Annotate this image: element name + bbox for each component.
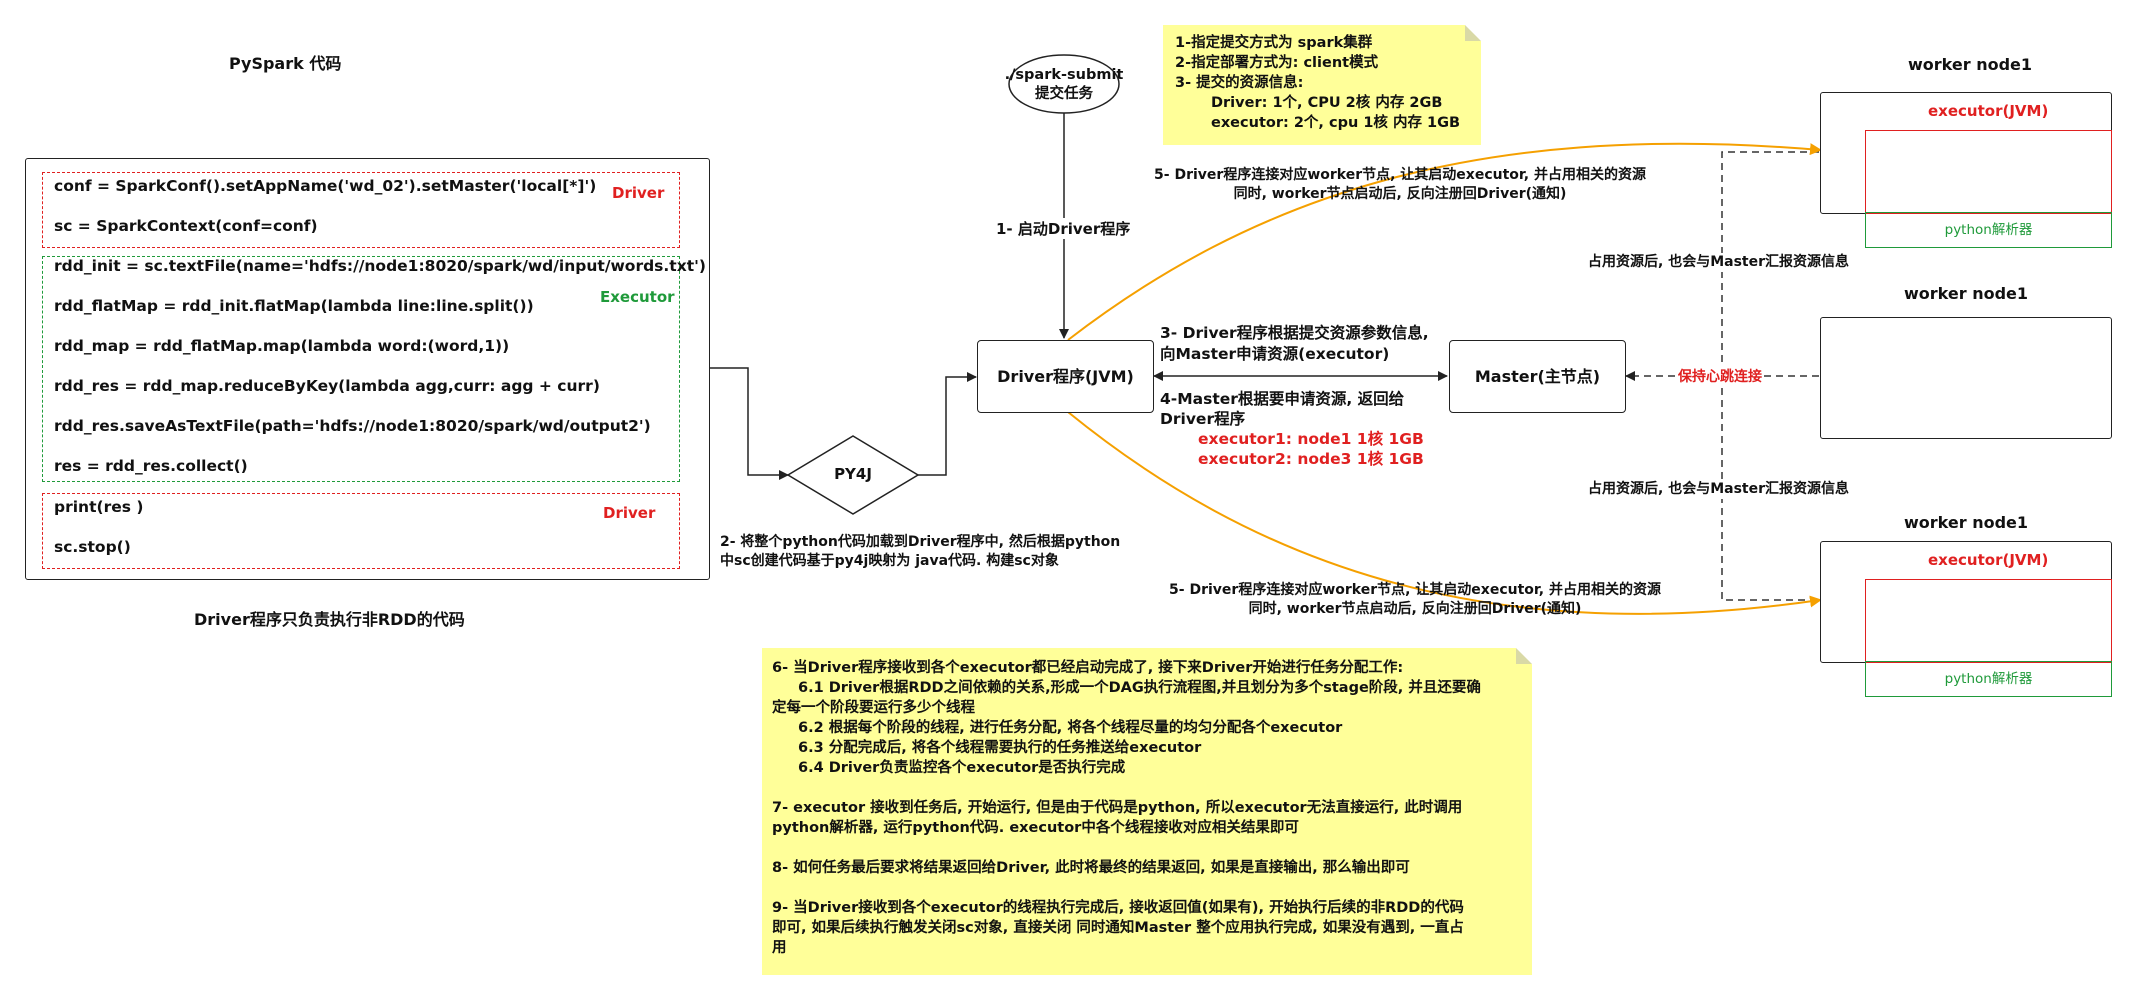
worker3-executor-box [1865, 579, 2112, 663]
note-spacer [772, 838, 1522, 858]
report-bottom-text: 占用资源后, 也会与Master汇报资源信息 [1588, 480, 1849, 499]
driver-to-worker3-arrow [1067, 411, 1822, 615]
note-fold [1465, 25, 1481, 41]
code-line: rdd_res.saveAsTextFile(path='hdfs://node… [54, 417, 651, 435]
worker1-python-box: python解析器 [1865, 212, 2112, 248]
spark-submit-label: ./spark-submit 提交任务 [1004, 67, 1124, 102]
code-line: rdd_map = rdd_flatMap.map(lambda word:(w… [54, 337, 510, 355]
worker1-executor-label: executor(JVM) [1928, 102, 2049, 120]
code-line: rdd_res = rdd_map.reduceByKey(lambda agg… [54, 377, 600, 395]
code-line: sc.stop() [54, 538, 131, 556]
code-line: sc = SparkContext(conf=conf) [54, 217, 318, 235]
code-panel-title: PySpark 代码 [229, 54, 342, 73]
step2-text: 2- 将整个python代码加载到Driver程序中, 然后根据python 中… [720, 534, 1121, 569]
worker2-title: worker node1 [1904, 284, 2029, 303]
worker1-title: worker node1 [1908, 55, 2033, 74]
worker1-executor-box [1865, 130, 2112, 214]
driver-to-worker1-arrow [1067, 142, 1822, 341]
py4j-diamond [786, 435, 920, 515]
report-line-bottom [1721, 376, 1819, 601]
note-spacer [772, 778, 1522, 798]
driver-region-top [42, 172, 680, 248]
top-config-note: 1-指定提交方式为 spark集群 2-指定部署方式为: client模式 3-… [1163, 25, 1481, 145]
step4-text: 4-Master根据要申请资源, 返回给 Driver程序 executor1:… [1160, 390, 1424, 468]
driver-label-top: Driver [612, 184, 665, 202]
step3-text: 3- Driver程序根据提交资源参数信息, 向Master申请资源(execu… [1160, 324, 1429, 363]
master-node: Master(主节点) [1449, 340, 1626, 413]
driver-node: Driver程序(JVM) [977, 340, 1154, 413]
code-line: res = rdd_res.collect() [54, 457, 248, 475]
code-line: conf = SparkConf().setAppName('wd_02').s… [54, 177, 597, 195]
note-fold [1516, 648, 1532, 664]
step5-bottom-text: 5- Driver程序连接对应worker节点, 让其启动executor, 并… [1169, 582, 1661, 617]
code-line: print(res ) [54, 498, 144, 516]
heartbeat-label: 保持心跳连接 [1678, 366, 1762, 386]
bottom-process-note: 6- 当Driver程序接收到各个executor都已经启动完成了, 接下来Dr… [762, 648, 1532, 975]
driver-label-bottom: Driver [603, 504, 656, 522]
executor-region [42, 256, 680, 482]
executor-label: Executor [600, 288, 675, 306]
worker3-executor-label: executor(JVM) [1928, 551, 2049, 569]
step1-label: 1- 启动Driver程序 [996, 218, 1131, 239]
step5-top-text: 5- Driver程序连接对应worker节点, 让其启动executor, 并… [1154, 167, 1646, 202]
code-to-py4j-connector [710, 367, 789, 480]
code-line: rdd_init = sc.textFile(name='hdfs://node… [54, 257, 706, 275]
worker3-title: worker node1 [1904, 513, 2029, 532]
py4j-label: PY4J [834, 465, 872, 483]
code-line: rdd_flatMap = rdd_init.flatMap(lambda li… [54, 297, 534, 315]
report-top-text: 占用资源后, 也会与Master汇报资源信息 [1588, 253, 1849, 272]
note-spacer [772, 878, 1522, 898]
worker3-python-box: python解析器 [1865, 661, 2112, 697]
py4j-to-driver-connector [918, 372, 977, 476]
worker2-box [1820, 317, 2112, 439]
driver-region-bottom [42, 493, 680, 569]
code-panel-caption: Driver程序只负责执行非RDD的代码 [194, 610, 465, 629]
report-line-top [1721, 151, 1819, 376]
code-panel [25, 158, 710, 580]
